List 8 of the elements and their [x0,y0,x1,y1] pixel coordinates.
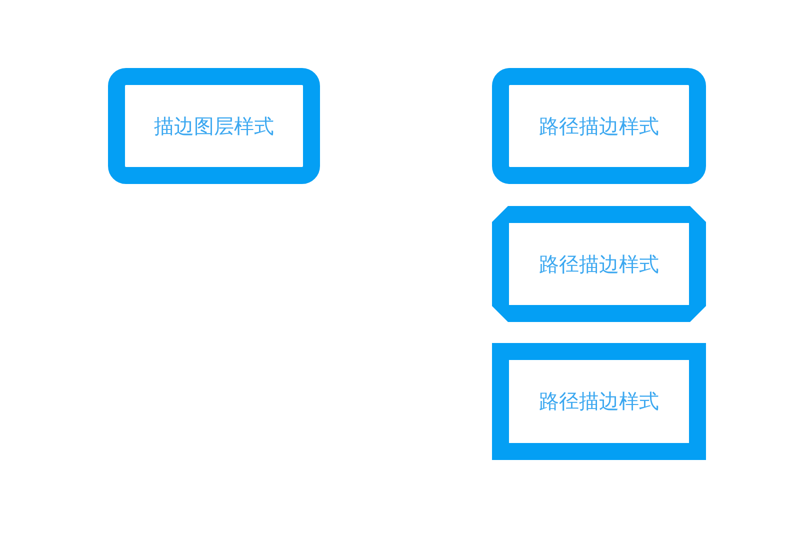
box-label: 描边图层样式 [154,112,274,140]
rounded-box [492,68,706,184]
box-label: 路径描边样式 [539,388,659,415]
square-box [492,343,706,460]
box-label: 路径描边样式 [539,112,659,140]
beveled-box [492,206,706,322]
box-label: 路径描边样式 [539,250,659,278]
rounded-box [108,68,320,184]
